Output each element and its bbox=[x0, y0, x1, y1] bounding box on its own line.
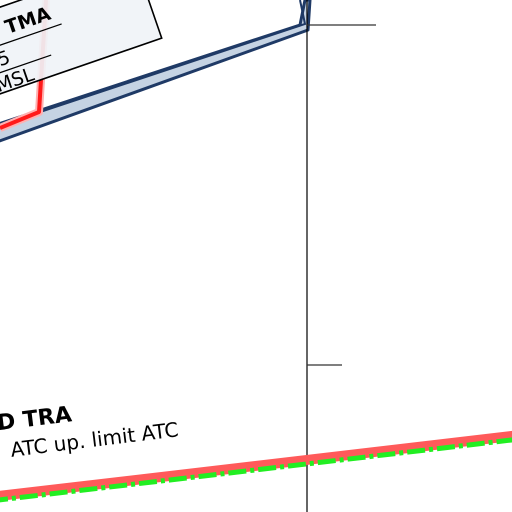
tma-boundary-edge bbox=[0, 0, 307, 127]
tra-label[interactable]: D TRA ATC up. limit ATC bbox=[0, 390, 180, 463]
tra-boundary-green-dash bbox=[0, 437, 512, 503]
tma-limits-divider bbox=[0, 54, 52, 92]
tma-boundary bbox=[0, 0, 312, 143]
meridian-line bbox=[306, 0, 376, 512]
tra-boundary-red bbox=[0, 430, 512, 501]
tma-label-background bbox=[0, 0, 163, 111]
tra-boundary bbox=[0, 430, 512, 503]
tma-name-divider bbox=[0, 23, 62, 67]
